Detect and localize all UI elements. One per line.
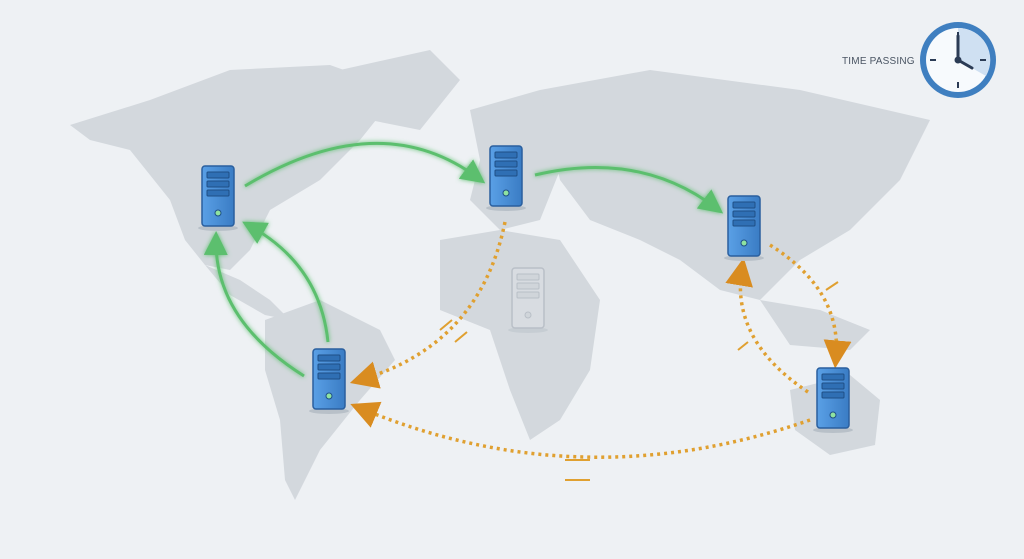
clock-icon bbox=[920, 22, 996, 98]
link-eu-asia bbox=[534, 166, 724, 214]
link-sa-na-1 bbox=[203, 231, 305, 378]
link-na-eu bbox=[244, 141, 486, 188]
server-icon-north-america bbox=[198, 165, 238, 231]
africa bbox=[440, 230, 600, 440]
link-aus-sa bbox=[350, 401, 811, 459]
continents bbox=[70, 50, 930, 500]
server-icon-asia bbox=[724, 195, 764, 261]
server-icon-africa bbox=[508, 267, 548, 333]
server-icon-south-america bbox=[309, 348, 349, 414]
north-america bbox=[70, 65, 400, 270]
delay-marks bbox=[439, 281, 839, 481]
link-sa-na-2 bbox=[242, 221, 330, 343]
servers bbox=[198, 145, 853, 433]
central-america bbox=[205, 265, 290, 320]
synced-links bbox=[203, 141, 724, 378]
asia bbox=[540, 70, 930, 300]
link-eu-sa bbox=[349, 221, 507, 389]
delayed-links bbox=[349, 221, 852, 459]
server-icon-europe bbox=[486, 145, 526, 211]
southeast-asia bbox=[760, 300, 870, 350]
greenland bbox=[340, 50, 460, 130]
server-icon-australia bbox=[813, 367, 853, 433]
time-passing-label: TIME PASSING bbox=[842, 56, 915, 67]
